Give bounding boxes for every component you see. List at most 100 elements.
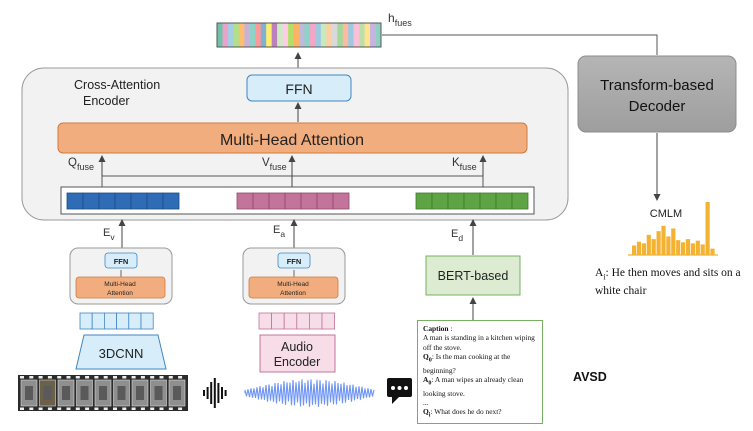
audio-feature-cell xyxy=(321,312,336,330)
film-hole xyxy=(38,376,43,379)
h-fues-segment xyxy=(293,23,300,47)
frame-figure xyxy=(62,386,70,400)
frame-figure xyxy=(117,386,126,400)
film-hole xyxy=(20,407,24,410)
dialog-embedding-cell xyxy=(463,192,481,210)
video-ffn-box xyxy=(104,252,138,269)
film-hole xyxy=(94,407,99,410)
h-fues-segment xyxy=(271,23,278,47)
decoder-line2: Decoder xyxy=(629,98,686,115)
cmlm-bar xyxy=(685,239,691,255)
q-fuse-label: Qfuse xyxy=(68,157,94,172)
waveform-icon-bar xyxy=(203,390,205,396)
video-embedding-cell xyxy=(114,192,132,210)
cmlm-bar xyxy=(695,240,700,255)
h-fues-segment xyxy=(260,23,267,47)
qi-line: Qi: What does he do next? xyxy=(423,407,502,419)
cmlm-bar xyxy=(651,239,656,255)
h-fues-segment xyxy=(342,23,349,47)
cmlm-bar xyxy=(666,236,671,255)
h-fues-outline xyxy=(216,22,382,48)
cmlm-bar xyxy=(681,242,686,255)
dialog-embedding-cell xyxy=(495,192,513,210)
film-hole xyxy=(131,376,136,379)
film-hole xyxy=(122,376,127,379)
video-mha-box xyxy=(75,276,166,299)
ev-label: Ev xyxy=(103,227,115,242)
avsd-label: AVSD xyxy=(573,370,607,384)
audio-ffn-label: FFN xyxy=(287,257,302,266)
h-fues-segment xyxy=(331,23,338,47)
dialog-embedding-cells xyxy=(415,192,529,210)
video-mha-line2: Attention xyxy=(107,290,133,297)
h-fues-segment xyxy=(222,23,229,47)
chat-icon xyxy=(387,378,412,404)
ea-label: Ea xyxy=(273,224,285,239)
film-hole xyxy=(57,376,62,379)
answer-text: Ai: He then moves and sits on a white ch… xyxy=(595,267,741,298)
dialog-embedding-cell xyxy=(447,192,465,210)
film-hole xyxy=(159,376,164,379)
waveform-icon-bar xyxy=(210,382,213,404)
h-fues-segment xyxy=(217,23,223,47)
h-fues-segment xyxy=(288,23,294,47)
caption-label: Caption xyxy=(423,324,449,333)
waveform-icon-bar xyxy=(224,390,227,396)
video-embedding-cell xyxy=(162,192,180,210)
audio-ffn-box xyxy=(277,252,311,269)
h-fues-segment xyxy=(337,23,344,47)
film-hole xyxy=(113,407,117,410)
cmlm-bar xyxy=(646,234,651,255)
audio-embedding-cell xyxy=(300,192,318,210)
frame-figure xyxy=(25,386,33,400)
film-hole xyxy=(66,376,71,379)
h-fues-segment xyxy=(370,23,376,47)
film-hole xyxy=(75,407,80,410)
ed-label: Ed xyxy=(451,228,463,243)
video-ffn-label: FFN xyxy=(114,257,129,266)
dialog-embedding-cell xyxy=(479,192,497,210)
film-hole xyxy=(29,376,34,379)
film-hole xyxy=(150,407,155,410)
video-embedding-cell xyxy=(98,192,116,210)
cmlm-bar xyxy=(705,202,710,255)
multi-head-attention-box xyxy=(57,122,528,154)
h-fues-segment xyxy=(244,23,251,47)
film-hole xyxy=(85,407,90,410)
video-embedding-cell xyxy=(146,192,164,210)
video-feature-cell xyxy=(116,312,130,330)
frame-figure xyxy=(154,386,163,400)
video-feature-cell xyxy=(79,312,93,330)
film-hole xyxy=(168,407,173,410)
cmlm-label: CMLM xyxy=(650,208,682,220)
cmlm-bar xyxy=(636,241,642,255)
3dcnn-label: 3DCNN xyxy=(99,346,144,361)
decoder-line1: Transform-based xyxy=(600,77,714,94)
cmlm-bar xyxy=(632,245,637,255)
film-hole xyxy=(140,376,145,379)
video-embedding-cells xyxy=(66,192,180,210)
film-hole xyxy=(66,407,71,410)
audio-embedding-cell xyxy=(236,192,254,210)
film-hole xyxy=(38,407,43,410)
h-fues-segment xyxy=(227,23,234,47)
video-feature-cell xyxy=(128,312,142,330)
cmlm-bar xyxy=(661,225,666,255)
frame-figure xyxy=(43,386,52,400)
film-hole xyxy=(47,376,52,379)
h-fues-segment xyxy=(233,23,240,47)
film-hole xyxy=(178,407,183,410)
h-fues-segment xyxy=(320,23,327,47)
h-fues-segment xyxy=(277,23,283,47)
h-fues-segment xyxy=(238,23,245,47)
cmlm-bar xyxy=(676,240,681,255)
video-embedding-cell xyxy=(66,192,84,210)
ffn-box xyxy=(246,74,352,102)
cmlm-bar xyxy=(710,248,715,255)
film-hole xyxy=(75,376,80,379)
ffn-label: FFN xyxy=(285,81,312,97)
audio-feature-cells xyxy=(258,312,336,330)
h-fues-segment xyxy=(266,23,272,47)
audio-embedding-cell xyxy=(284,192,302,210)
